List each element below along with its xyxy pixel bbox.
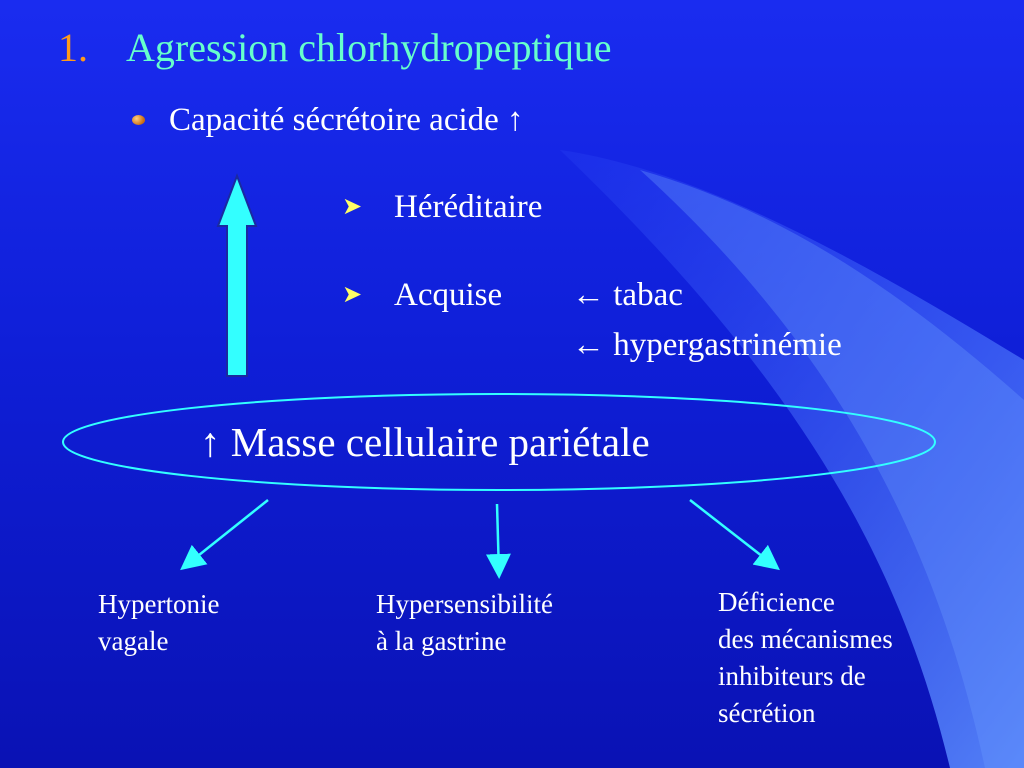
bullet-text: Capacité sécrétoire acide ↑ [169,102,524,138]
consequence-line: Hypertonie [98,589,220,619]
center-label: ↑ Masse cellulaire pariétale [200,419,650,465]
consequence-line: inhibiteurs de [718,661,866,691]
consequence-line: Déficience [718,587,835,617]
title-number: 1. [58,25,88,70]
consequence-line: vagale [98,626,169,656]
masse-ellipse [62,393,936,491]
title-text: Agression chlorhydropeptique [126,25,612,70]
consequence-line: sécrétion [718,698,816,728]
sub-item-label: Héréditaire [394,189,543,225]
orange-ball-icon [132,115,145,126]
slide-title: 1. Agression chlorhydropeptique [58,24,611,71]
arrow-to-deficience [689,499,780,571]
arrow-to-hypertonie [180,499,269,571]
cause-hypergastrinemie: ← hypergastrinémie [572,327,842,363]
consequence-line: Hypersensibilité [376,589,553,619]
consequence-line: des mécanismes [718,624,893,654]
cause-tabac: ← tabac [572,277,683,313]
consequence-hypertonie: Hypertonie vagale [98,586,298,660]
consequence-deficience: Déficience des mécanismes inhibiteurs de… [718,584,1018,732]
consequence-hypersensibilite: Hypersensibilité à la gastrine [376,586,636,660]
sub-item-label: Acquise [394,277,503,313]
sub-item-acquise: ➤ Acquise [342,277,502,314]
arrow-to-hypersensibilite [485,503,511,579]
arrowhead-marker-icon: ➤ [342,193,363,220]
arrowhead-marker-icon: ➤ [342,281,363,308]
sub-item-hereditaire: ➤ Héréditaire [342,189,542,226]
up-arrow-icon [216,173,258,377]
consequence-line: à la gastrine [376,626,507,656]
bullet-capacite: Capacité sécrétoire acide ↑ [132,102,524,139]
